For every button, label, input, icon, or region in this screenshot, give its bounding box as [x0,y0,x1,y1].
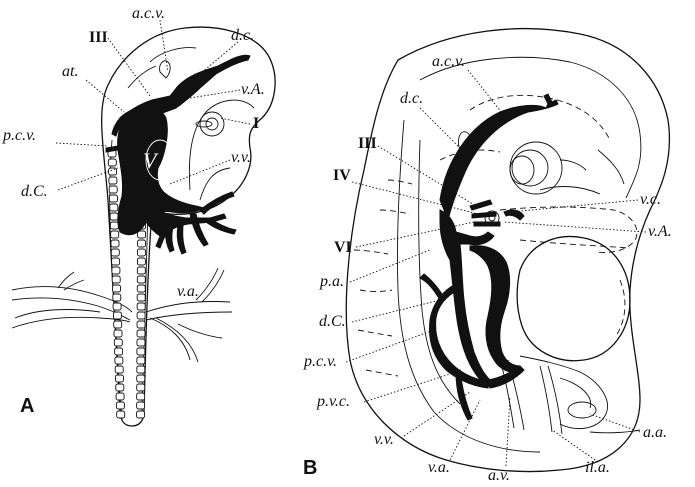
label-pcv-b: p.c.v. [303,353,337,370]
somite [114,321,122,328]
somite [109,186,117,193]
label-at-a: at. [62,63,78,80]
somite [113,285,121,292]
somite [116,402,124,409]
somite [111,249,119,256]
somite [110,204,118,211]
somite [114,339,122,346]
label-acv-b: a.c.v. [432,53,465,70]
panel-b: V a.c.v. d.c. III IV v.c. VI v.A. p.a. d… [303,29,672,484]
somite [137,312,145,319]
panel-letter-a: A [20,395,34,417]
somite [110,213,118,220]
somite [111,231,119,238]
somite [116,384,124,391]
label-dc-b: d.c. [400,90,423,107]
label-vc-b: v.c. [640,191,661,208]
somite [137,339,145,346]
somite [137,393,145,400]
label-acv-a: a.c.v. [132,5,165,22]
label-dc-a: d.c. [231,27,254,44]
somite [137,276,145,283]
somite [138,231,146,238]
somite [137,330,145,337]
label-pvc-b: p.v.c. [316,393,350,410]
somite [137,267,145,274]
somite [138,240,146,247]
label-aa-b: a.a. [643,424,667,441]
label-va-a: v.a. [177,283,199,300]
label-IV-b: IV [333,167,351,184]
label-vA-b: v.A. [648,223,672,240]
somite [137,249,145,256]
label-pa-b: p.a. [319,273,344,290]
label-vv-b: v.v. [374,431,394,448]
somite [116,393,124,400]
label-dC-a: d.C. [21,183,48,200]
somite [112,267,120,274]
venous-system-a [106,55,250,254]
somite [137,321,145,328]
somite [115,366,123,373]
somite [115,348,123,355]
somite [110,195,118,202]
labels-b: a.c.v. d.c. III IV v.c. VI v.A. p.a. d.C… [303,53,672,484]
somite [109,168,117,175]
somite [137,402,145,409]
panel-a: V a.c.v. d.c. III at. v.A. I p.c.v. v.v.… [2,5,275,426]
somite [137,375,145,382]
label-I-a: I [253,115,259,132]
embryo-outline-b [346,29,669,472]
label-vv-a: v.v. [231,149,251,166]
somite [113,294,121,301]
somite [109,177,117,184]
label-av-b: a.v. [488,467,510,484]
somite [137,384,145,391]
label-vA-a: v.A. [241,81,265,98]
somite [108,159,116,166]
somite [115,357,123,364]
label-va-b: v.a. [428,459,450,476]
label-III-b: III [358,135,377,152]
somite [137,285,145,292]
somite [137,303,145,310]
venous-system-b [420,94,558,420]
somite [137,411,145,418]
somite [137,357,145,364]
ventricle-letter-b: V [470,272,486,297]
somite [137,348,145,355]
label-III-a: III [89,29,108,46]
somite [114,330,122,337]
somite [111,240,119,247]
somite [137,258,145,265]
label-pcv-a: p.c.v. [2,127,36,144]
somite [112,258,120,265]
somite [110,222,118,229]
somite [116,375,124,382]
somite [137,366,145,373]
somite [137,294,145,301]
somite [112,276,120,283]
somite [117,411,125,418]
label-VI-b: VI [334,239,352,256]
somite [113,303,121,310]
panel-letter-b: B [303,457,317,479]
label-dC-b: d.C. [319,313,346,330]
somite [113,312,121,319]
